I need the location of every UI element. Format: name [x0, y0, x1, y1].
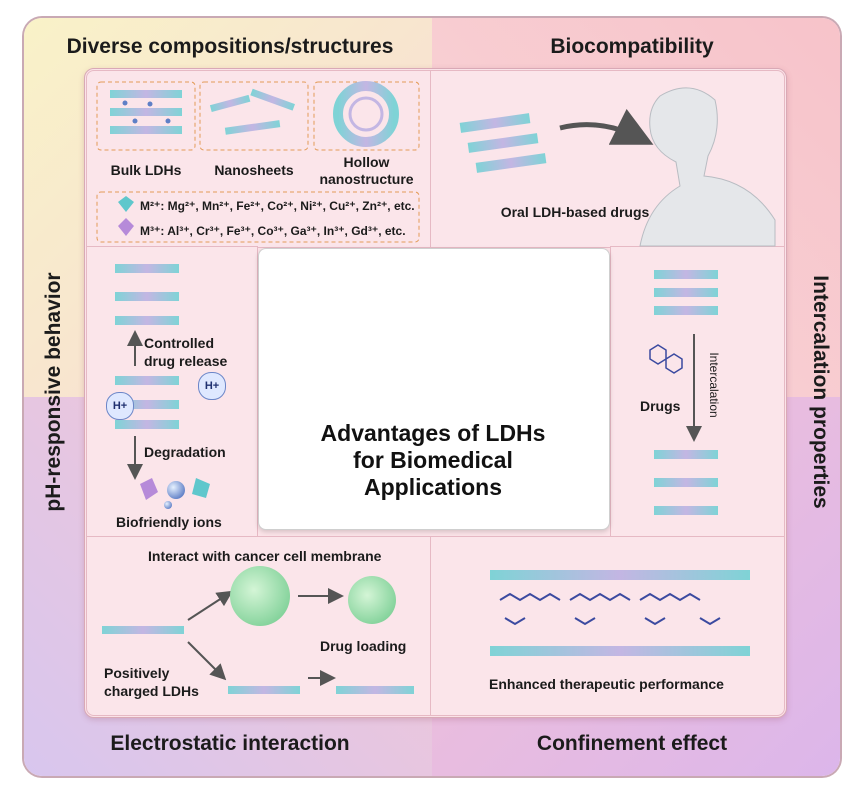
label-bulk-ldhs: Bulk LDHs — [110, 162, 182, 178]
label-positively-line1: Positively — [104, 665, 170, 681]
m2-ion-list: M²⁺: Mg²⁺, Mn²⁺, Fe²⁺, Co²⁺, Ni²⁺, Cu²⁺,… — [140, 199, 415, 213]
hollow-illustration — [333, 81, 399, 147]
h-plus-ion-icon-2: H+ — [106, 392, 134, 420]
human-head-illustration — [639, 87, 776, 247]
bulk-ldh-illustration — [110, 90, 182, 134]
intercalation-illustration — [649, 270, 718, 515]
label-positively-line2: charged LDHs — [104, 683, 199, 699]
ph-illustration — [115, 264, 210, 509]
ion-box — [96, 191, 420, 243]
label-controlled-line2: drug release — [144, 353, 228, 369]
label-degradation: Degradation — [144, 444, 226, 460]
label-hollow-line1: Hollow — [343, 154, 390, 170]
label-cancer-membrane: Interact with cancer cell membrane — [148, 548, 382, 564]
bulk-box — [96, 81, 196, 151]
title-electrostatic: Electrostatic interaction — [110, 732, 350, 755]
label-enhanced-performance: Enhanced therapeutic performance — [489, 676, 724, 692]
label-biofriendly-ions: Biofriendly ions — [116, 514, 222, 530]
label-controlled-release: Controlled drug release — [144, 334, 227, 370]
center-title-line3: Applications — [363, 474, 502, 500]
oral-ldh-illustration — [459, 108, 654, 173]
nanosheet-illustration — [209, 88, 295, 135]
title-confinement: Confinement effect — [536, 732, 728, 755]
title-compositions: Diverse compositions/structures — [66, 35, 394, 58]
label-drugs: Drugs — [640, 398, 681, 414]
center-title-line2: for Biomedical — [353, 447, 513, 473]
h-plus-ion-icon: H+ — [198, 372, 226, 400]
label-hollow-line2: nanostructure — [319, 171, 414, 187]
m2-ion-icon — [118, 196, 134, 212]
label-controlled-line1: Controlled — [144, 335, 214, 351]
label-intercalation-arrow: Intercalation — [707, 352, 721, 418]
hollow-box — [313, 81, 420, 151]
confinement-illustration — [490, 570, 750, 656]
label-drug-loading: Drug loading — [320, 638, 407, 654]
title-biocompatibility: Biocompatibility — [550, 35, 714, 58]
label-nanosheets: Nanosheets — [214, 162, 294, 178]
center-title: Advantages of LDHs for Biomedical Applic… — [258, 420, 608, 501]
label-positively-charged: Positively charged LDHs — [104, 664, 199, 700]
electrostatic-illustration — [102, 566, 414, 694]
panel-confinement — [430, 536, 785, 716]
label-oral-ldh-drugs: Oral LDH-based drugs — [500, 204, 650, 220]
center-title-line1: Advantages of LDHs — [320, 420, 546, 446]
m3-ion-list: M³⁺: Al³⁺, Cr³⁺, Fe³⁺, Co³⁺, Ga³⁺, In³⁺,… — [140, 224, 406, 238]
center-panel — [258, 248, 610, 530]
nanosheet-box — [199, 81, 309, 151]
label-hollow: Hollow nanostructure — [314, 154, 419, 188]
m3-ion-icon — [118, 218, 134, 236]
